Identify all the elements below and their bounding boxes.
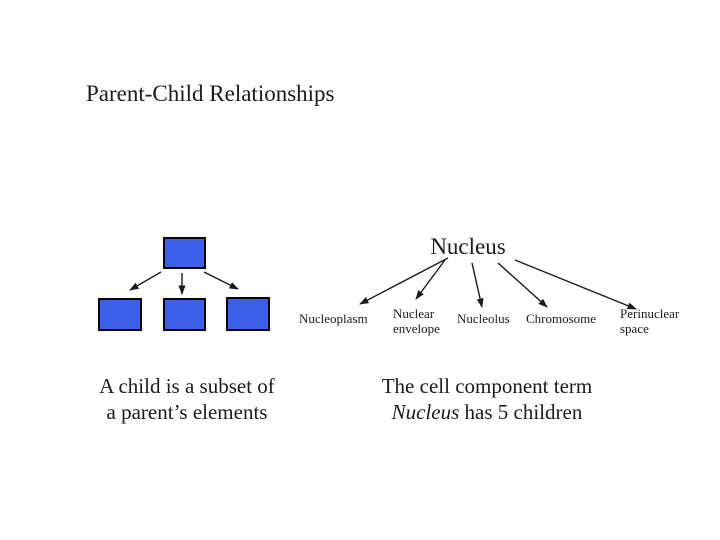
term-line: Nucleoplasm xyxy=(299,311,368,326)
term-label-chromosome: Chromosome xyxy=(526,311,596,326)
slide-title: Parent-Child Relationships xyxy=(86,81,335,106)
caption-line-rest: has 5 children xyxy=(459,400,583,424)
term-label-nucleoplasm: Nucleoplasm xyxy=(299,311,368,326)
tree-arrow-to-child-1 xyxy=(129,271,162,291)
nucleus-arrow-to-nucleoplasm xyxy=(359,257,449,305)
tree-arrow-to-child-3 xyxy=(203,271,239,290)
child-node-box-2 xyxy=(163,298,206,331)
nucleus-arrows xyxy=(359,257,637,310)
term-label-perinuclear-space: Perinuclear space xyxy=(620,306,679,336)
term-label-nucleolus: Nucleolus xyxy=(457,311,510,326)
parent-child-tree-diagram xyxy=(98,237,270,331)
caption-line: The cell component term xyxy=(381,374,593,398)
caption-italic-word: Nucleus xyxy=(391,400,460,424)
right-caption: The cell component term Nucleus has 5 ch… xyxy=(365,373,609,425)
term-line: Perinuclear xyxy=(620,306,680,321)
term-line: Nucleolus xyxy=(457,311,510,326)
term-line: Chromosome xyxy=(526,311,597,326)
caption-line: Nucleus has 5 children xyxy=(365,399,609,425)
nucleus-arrow-to-perinuclear-space xyxy=(514,259,637,310)
parent-node-box xyxy=(163,237,206,269)
term-label-nuclear-envelope: Nuclear envelope xyxy=(393,306,440,336)
child-node-box-1 xyxy=(98,298,142,331)
term-line: Nuclear xyxy=(393,306,435,321)
nucleus-arrow-to-nuclear-envelope xyxy=(415,259,446,300)
child-node-box-3 xyxy=(226,297,270,331)
nucleus-root-label: Nucleus xyxy=(430,234,506,259)
nucleus-arrow-to-nucleolus xyxy=(471,262,484,308)
nucleus-arrow-to-chromosome xyxy=(497,262,548,308)
caption-line: A child is a subset of xyxy=(99,374,275,398)
caption-line: a parent’s elements xyxy=(106,400,268,424)
term-line: space xyxy=(620,321,649,336)
left-caption: A child is a subset of a parent’s elemen… xyxy=(65,373,309,425)
term-line: envelope xyxy=(393,321,440,336)
